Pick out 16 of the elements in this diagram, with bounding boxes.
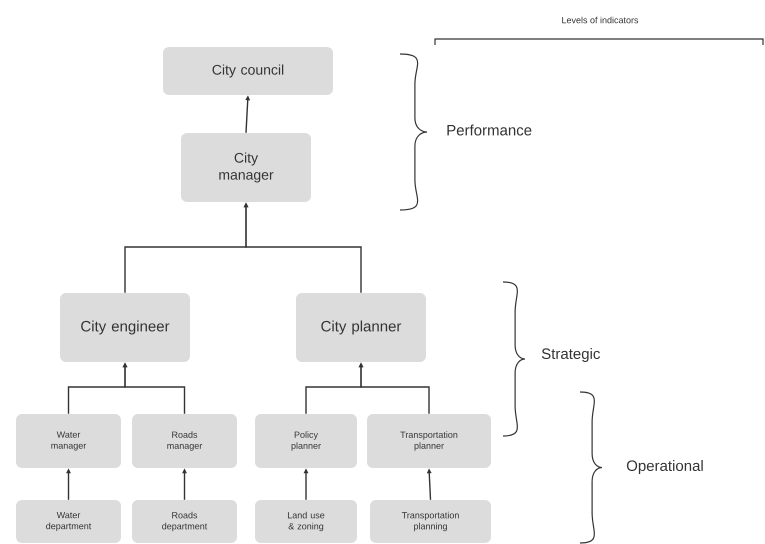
level-label: Strategic bbox=[542, 348, 600, 362]
box: Policy planner bbox=[255, 414, 357, 468]
box: Transportation planner bbox=[367, 414, 491, 468]
box: Transportation planning bbox=[370, 500, 491, 543]
bracket-label: Levels of indicators bbox=[562, 16, 638, 24]
box: Water department bbox=[16, 500, 121, 543]
box: City council bbox=[163, 47, 333, 95]
level-label: Operational bbox=[626, 460, 703, 474]
box: Roads manager bbox=[132, 414, 237, 468]
box: Land use & zoning bbox=[255, 500, 357, 543]
box: Water manager bbox=[16, 414, 121, 468]
level-label: Performance bbox=[447, 124, 532, 136]
box: Roads department bbox=[132, 500, 237, 543]
box: City manager bbox=[181, 133, 311, 202]
box: City planner bbox=[296, 293, 426, 362]
box: City engineer bbox=[60, 293, 190, 362]
